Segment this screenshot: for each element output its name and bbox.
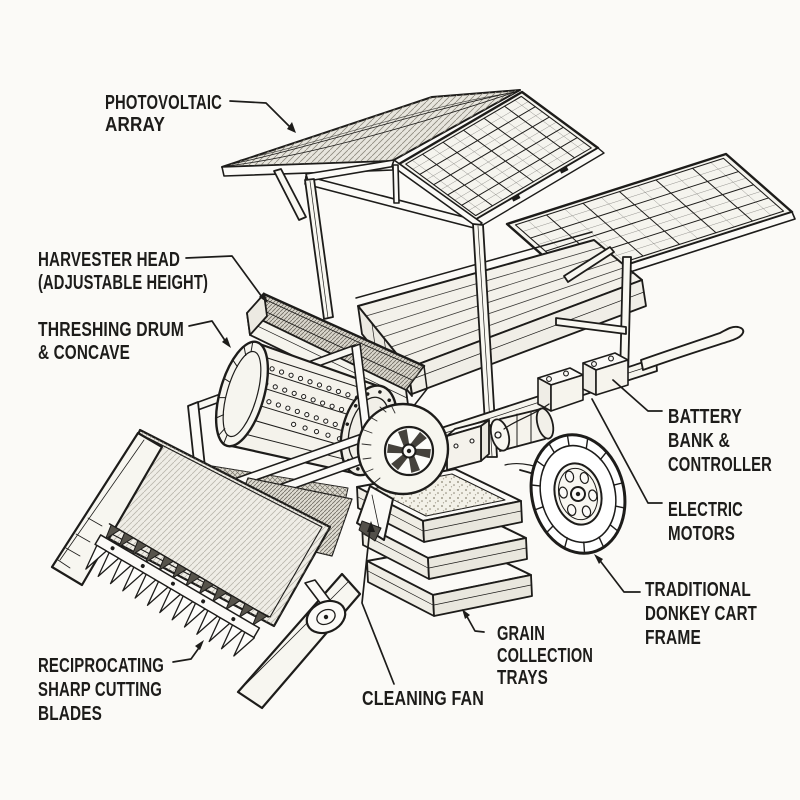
label-threshing-drum-line1: THRESHING DRUM xyxy=(38,319,184,341)
leader-photovoltaic xyxy=(229,100,291,128)
label-cleaning-fan: CLEANING FAN xyxy=(362,688,484,710)
label-harvester-head-line2: (ADJUSTABLE HEIGHT) xyxy=(38,272,208,294)
label-battery-bank-line1: BATTERY xyxy=(668,406,742,428)
label-cutting-blades-line1: RECIPROCATING xyxy=(38,655,164,677)
label-battery-bank: BATTERY BANK & CONTROLLER xyxy=(668,406,772,476)
leader-blades xyxy=(172,644,202,663)
label-cleaning-fan-line1: CLEANING FAN xyxy=(362,688,484,710)
label-donkey-cart-frame-line3: FRAME xyxy=(645,627,701,649)
cart-wheel xyxy=(529,433,627,555)
harvester-head-board xyxy=(94,428,332,628)
label-cutting-blades: RECIPROCATING SHARP CUTTING BLADES xyxy=(38,655,164,725)
label-donkey-cart-frame-line1: TRADITIONAL xyxy=(645,579,751,601)
label-threshing-drum-line2: & CONCAVE xyxy=(38,342,130,364)
label-battery-bank-line3: CONTROLLER xyxy=(668,454,772,476)
lower-blade-row xyxy=(85,544,255,657)
label-harvester-head-line1: HARVESTER HEAD xyxy=(38,249,180,271)
label-electric-motors: ELECTRIC MOTORS xyxy=(668,499,743,545)
label-grain-trays-line3: TRAYS xyxy=(497,667,548,689)
leader-cleaning-fan xyxy=(361,527,395,685)
cutter-bar-blades xyxy=(85,523,269,657)
gearbox xyxy=(427,419,490,471)
label-grain-trays-line1: GRAIN xyxy=(497,623,545,645)
photovoltaic-array-left-slope xyxy=(221,89,521,177)
label-photovoltaic-array-line2: ARRAY xyxy=(105,114,165,136)
leader-grain-trays xyxy=(464,612,485,633)
leader-battery xyxy=(612,379,663,412)
left-skid-arm xyxy=(50,431,164,587)
leader-motors xyxy=(591,398,663,504)
grain-tray-top xyxy=(356,468,523,543)
leader-threshing-drum xyxy=(188,320,227,343)
label-cutting-blades-line3: BLADES xyxy=(38,703,102,725)
label-photovoltaic-array-line1: PHOTOVOLTAIC xyxy=(105,92,222,114)
labels: PHOTOVOLTAIC ARRAY HARVESTER HEAD (ADJUS… xyxy=(38,92,772,725)
label-cutting-blades-line2: SHARP CUTTING xyxy=(38,679,162,701)
label-harvester-head: HARVESTER HEAD (ADJUSTABLE HEIGHT) xyxy=(38,249,208,294)
label-electric-motors-line1: ELECTRIC xyxy=(668,499,743,521)
leader-cart-frame xyxy=(597,557,641,593)
leader-arrowheads xyxy=(195,122,603,650)
gauge-wheel xyxy=(304,579,347,635)
fan-blades xyxy=(387,429,431,473)
grain-collection-trays xyxy=(356,468,533,617)
label-grain-trays: GRAIN COLLECTION TRAYS xyxy=(497,623,593,689)
cleaning-fan xyxy=(356,402,450,542)
electric-motor xyxy=(489,407,555,452)
label-photovoltaic-array: PHOTOVOLTAIC ARRAY xyxy=(105,92,222,136)
label-grain-trays-line2: COLLECTION xyxy=(497,645,593,667)
battery-boxes xyxy=(503,352,629,430)
label-donkey-cart-frame-line2: DONKEY CART xyxy=(645,603,757,625)
leader-lines xyxy=(172,100,663,685)
cart-shaft-near xyxy=(640,325,745,371)
label-donkey-cart-frame: TRADITIONAL DONKEY CART FRAME xyxy=(645,579,757,649)
label-threshing-drum: THRESHING DRUM & CONCAVE xyxy=(38,319,184,364)
label-electric-motors-line2: MOTORS xyxy=(668,523,735,545)
upper-blade-row xyxy=(105,524,268,626)
leader-harvester-head xyxy=(185,255,263,298)
label-battery-bank-line2: BANK & xyxy=(668,430,730,452)
